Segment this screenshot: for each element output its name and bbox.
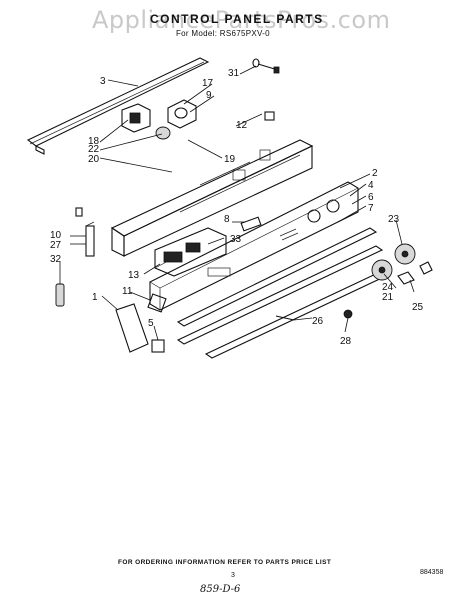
callout-33: 33 xyxy=(230,234,242,245)
screws-part xyxy=(275,309,353,321)
lower-trim-strips xyxy=(176,227,388,359)
bolt-part xyxy=(252,58,280,74)
callout-8: 8 xyxy=(224,214,230,225)
callout-1: 1 xyxy=(92,292,98,303)
callout-17: 17 xyxy=(202,78,214,89)
callout-24: 24 xyxy=(382,282,394,293)
trim-strip-part xyxy=(26,57,210,155)
callout-32: 32 xyxy=(50,254,62,265)
model-line: For Model: RS675PXV-0 xyxy=(176,29,270,38)
callout-11: 11 xyxy=(122,286,133,297)
callout-3: 3 xyxy=(100,76,106,87)
callout-12: 12 xyxy=(236,120,248,131)
callout-18: 18 xyxy=(88,136,100,147)
callout-28: 28 xyxy=(340,336,352,347)
callout-23: 23 xyxy=(388,214,400,225)
ordering-info-footer: FOR ORDERING INFORMATION REFER TO PARTS … xyxy=(118,559,332,566)
callout-27: 27 xyxy=(50,240,62,251)
backguard-panel xyxy=(110,139,314,257)
callout-2: 2 xyxy=(372,168,378,179)
end-bracket-part xyxy=(75,207,95,257)
callout-5: 5 xyxy=(148,318,154,329)
callout-9: 9 xyxy=(206,90,212,101)
connector-part xyxy=(264,111,275,121)
callout-13: 13 xyxy=(128,270,140,281)
knobs-part xyxy=(371,243,433,285)
page-title: CONTROL PANEL PARTS xyxy=(150,12,324,26)
bracket-part xyxy=(240,216,262,232)
callout-6: 6 xyxy=(368,192,374,203)
leader-lines xyxy=(59,65,415,341)
page-number: 3 xyxy=(231,572,235,579)
clock-timer-part xyxy=(154,227,227,277)
callout-25: 25 xyxy=(412,302,424,313)
callout-31: 31 xyxy=(228,68,240,79)
callout-20: 20 xyxy=(88,154,100,165)
switch-housing-part xyxy=(121,99,197,140)
callout-4: 4 xyxy=(368,180,374,191)
callout-19: 19 xyxy=(224,154,236,165)
callout-26: 26 xyxy=(312,316,324,327)
watermark: AppliancePartsPros.com xyxy=(92,6,391,34)
callout-21: 21 xyxy=(382,292,394,303)
lower-left-parts xyxy=(55,283,167,353)
callout-10: 10 xyxy=(50,230,62,241)
callout-7: 7 xyxy=(368,203,374,214)
callout-labels: 3 31 17 9 12 18 22 20 19 2 4 6 7 23 8 33… xyxy=(50,68,424,347)
callout-22: 22 xyxy=(88,144,100,155)
document-number: 884358 xyxy=(420,569,444,576)
handwritten-note: 859-D-6 xyxy=(200,584,241,595)
control-panel-front xyxy=(149,181,359,311)
